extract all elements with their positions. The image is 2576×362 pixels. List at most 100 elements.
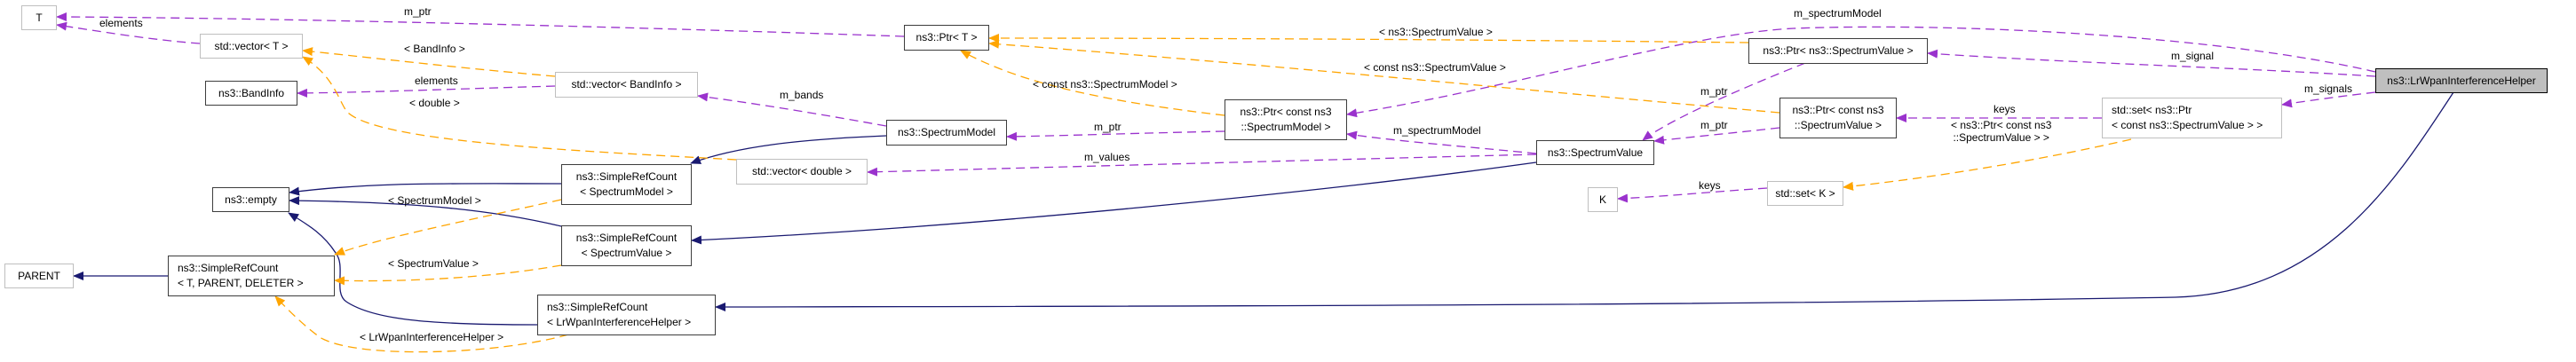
edge-T-m_ptr bbox=[56, 12, 905, 37]
edge-label-lrwpan-tpl: < LrWpanInterferenceHelper > bbox=[360, 331, 504, 343]
edge-T-elements bbox=[56, 21, 201, 44]
edge-label-elements-T: elements bbox=[99, 17, 143, 29]
node-label: ns3::SpectrumModel bbox=[897, 126, 996, 138]
node-label-line1: ns3::SimpleRefCount bbox=[547, 301, 648, 313]
edge-label-m-ptr-sv1: m_ptr bbox=[1700, 85, 1728, 98]
node-T[interactable]: T bbox=[21, 5, 57, 30]
edge-label-const-spectrumvalue-tpl: < const ns3::SpectrumValue > bbox=[1364, 61, 1506, 74]
node-lrwpan-interference-helper[interactable]: ns3::LrWpanInterferenceHelper bbox=[2375, 68, 2548, 93]
node-label: std::vector< BandInfo > bbox=[571, 78, 682, 90]
edge-label-bandinfo-tpl: < BandInfo > bbox=[404, 43, 465, 55]
edge-ptr-spectrumvalue-m_signal bbox=[1927, 49, 2376, 77]
node-label: ns3::Ptr< T > bbox=[915, 31, 978, 43]
edge-src-spectrummodel-from-spectrummodel bbox=[690, 135, 887, 164]
node-std-vector-bandinfo[interactable]: std::vector< BandInfo > bbox=[555, 72, 698, 98]
edge-label-m-spectrummodel-1: m_spectrumModel bbox=[1393, 124, 1481, 137]
edge-label-spectrumvalue-tpl: < SpectrumValue > bbox=[388, 257, 479, 270]
edge-K-keys bbox=[1617, 187, 1768, 203]
edge-vector-double-m_values bbox=[867, 153, 1537, 177]
node-label: PARENT bbox=[18, 269, 60, 282]
node-std-vector-T[interactable]: std::vector< T > bbox=[200, 34, 303, 59]
node-K[interactable]: K bbox=[1588, 187, 1618, 212]
edge-label-double-tpl: < double > bbox=[409, 97, 460, 109]
edge-ptr-T-const-spectrumvalue-tpl bbox=[988, 39, 1780, 114]
node-label-line2: < SpectrumModel > bbox=[580, 185, 673, 198]
node-label-line2: < T, PARENT, DELETER > bbox=[178, 277, 304, 289]
node-simplerefcount-t-parent-deleter[interactable]: ns3::SimpleRefCount < T, PARENT, DELETER… bbox=[168, 256, 335, 296]
node-label: ns3::empty bbox=[225, 193, 277, 206]
node-label-line2: < SpectrumValue > bbox=[581, 247, 672, 259]
edge-label-spectrumvalue-tpl2: < ns3::SpectrumValue > bbox=[1379, 26, 1493, 38]
edge-label-m-values: m_values bbox=[1084, 151, 1130, 163]
node-label: K bbox=[1598, 193, 1606, 206]
edge-label-set-tpl-line1: < ns3::Ptr< const ns3 bbox=[1951, 119, 2052, 131]
node-label-line1: ns3::SimpleRefCount bbox=[178, 262, 279, 274]
edge-empty-from-src-lrwpan bbox=[288, 212, 538, 326]
node-ns3-ptr-T[interactable]: ns3::Ptr< T > bbox=[904, 25, 989, 51]
edge-label-set-tpl-line2: ::SpectrumValue > > bbox=[1953, 131, 2049, 144]
node-label-line2: ::SpectrumModel > bbox=[1240, 121, 1331, 133]
node-simplerefcount-lrwpan[interactable]: ns3::SimpleRefCount < LrWpanInterference… bbox=[537, 295, 716, 335]
edge-ptr-T-const-spectrummodel-tpl bbox=[960, 50, 1225, 116]
edge-label-const-spectrummodel-tpl: < const ns3::SpectrumModel > bbox=[1033, 78, 1177, 90]
edge-label-keys-1: keys bbox=[1993, 103, 2016, 115]
node-ns3-bandinfo[interactable]: ns3::BandInfo bbox=[205, 81, 297, 106]
node-label-line2: < const ns3::SpectrumValue > > bbox=[2112, 119, 2263, 131]
node-label: ns3::SpectrumValue bbox=[1547, 146, 1644, 159]
edge-label-set-tpl: < ns3::Ptr< const ns3 ::SpectrumValue > … bbox=[1951, 119, 2051, 144]
node-label: std::vector< T > bbox=[214, 39, 289, 52]
node-ns3-spectrummodel[interactable]: ns3::SpectrumModel bbox=[886, 120, 1007, 146]
node-ns3-ptr-const-spectrumvalue[interactable]: ns3::Ptr< const ns3 ::SpectrumValue > bbox=[1779, 98, 1897, 138]
node-label-line1: ns3::SimpleRefCount bbox=[575, 232, 678, 244]
edge-empty-from-src-spectrumvalue bbox=[289, 196, 562, 227]
edge-set-m_signals bbox=[2281, 91, 2376, 108]
edge-label-m-spectrummodel-2: m_spectrumModel bbox=[1794, 7, 1882, 20]
node-ns3-empty[interactable]: ns3::empty bbox=[212, 187, 289, 212]
edge-simplerefcount-spectrumvalue-tpl bbox=[334, 264, 562, 286]
node-label: std::vector< double > bbox=[751, 165, 852, 177]
edge-set-K-tpl bbox=[1843, 138, 2132, 191]
node-ns3-ptr-const-spectrummodel[interactable]: ns3::Ptr< const ns3 ::SpectrumModel > bbox=[1225, 99, 1347, 140]
edge-label-m-signals: m_signals bbox=[2304, 83, 2353, 95]
node-label-line1: ns3::SimpleRefCount bbox=[575, 170, 678, 183]
edge-ptr-const-spectrummodel-from-helper bbox=[1346, 26, 2376, 118]
node-std-set-K[interactable]: std::set< K > bbox=[1767, 181, 1843, 206]
node-label-line1: ns3::Ptr< const ns3 bbox=[1240, 106, 1332, 118]
node-label-line1: ns3::Ptr< const ns3 bbox=[1792, 104, 1884, 116]
edge-simplerefcount-lrwpan-tpl bbox=[274, 295, 569, 353]
node-std-set-ptr-const-spectrumvalue[interactable]: std::set< ns3::Ptr < const ns3::Spectrum… bbox=[2102, 98, 2282, 138]
node-label-line2: ::SpectrumValue > bbox=[1794, 119, 1882, 131]
node-parent[interactable]: PARENT bbox=[4, 264, 74, 288]
edge-label-m-signal: m_signal bbox=[2171, 50, 2215, 62]
node-label-line1: std::set< ns3::Ptr bbox=[2112, 104, 2192, 116]
node-label: ns3::LrWpanInterferenceHelper bbox=[2387, 74, 2536, 87]
node-label: ns3::BandInfo bbox=[218, 86, 285, 99]
node-label: ns3::Ptr< ns3::SpectrumValue > bbox=[1763, 44, 1914, 57]
edge-ptr-const-spectrummodel-from-spectrumvalue bbox=[1346, 130, 1537, 154]
edge-label-m-bands: m_bands bbox=[780, 89, 824, 101]
node-simplerefcount-spectrummodel[interactable]: ns3::SimpleRefCount < SpectrumModel > bbox=[561, 164, 692, 205]
node-label-line2: < LrWpanInterferenceHelper > bbox=[547, 316, 692, 328]
edge-label-m-ptr-T: m_ptr bbox=[404, 5, 432, 18]
edge-label-spectrummodel-tpl: < SpectrumModel > bbox=[388, 194, 481, 207]
edge-ptr-T-spectrumvalue-tpl bbox=[988, 34, 1749, 43]
edge-src-lrwpan-from-helper bbox=[715, 91, 2454, 311]
edge-spectrumvalue-m_ptr-1 bbox=[1642, 62, 1806, 141]
edge-label-m-ptr-sv2: m_ptr bbox=[1700, 119, 1728, 131]
edge-empty-from-src-spectrummodel bbox=[289, 183, 562, 196]
edge-bandinfo-elements bbox=[297, 85, 556, 98]
edge-spectrummodel-m_ptr bbox=[1006, 130, 1225, 141]
node-label: T bbox=[36, 11, 43, 24]
node-std-vector-double[interactable]: std::vector< double > bbox=[736, 159, 868, 185]
edge-src-spectrumvalue-from-spectrumvalue bbox=[691, 161, 1537, 245]
node-label: std::set< K > bbox=[1775, 186, 1835, 200]
node-ns3-ptr-spectrumvalue[interactable]: ns3::Ptr< ns3::SpectrumValue > bbox=[1748, 38, 1928, 64]
edge-label-m-ptr-spectrummodel: m_ptr bbox=[1094, 121, 1122, 133]
edge-vector-T-double-tpl bbox=[302, 56, 737, 161]
node-ns3-spectrumvalue[interactable]: ns3::SpectrumValue bbox=[1536, 140, 1654, 165]
edge-simplerefcount-spectrummodel-tpl bbox=[334, 199, 562, 256]
edge-label-elements-bandinfo: elements bbox=[415, 75, 458, 87]
edge-label-keys-K: keys bbox=[1699, 179, 1721, 192]
node-simplerefcount-spectrumvalue[interactable]: ns3::SimpleRefCount < SpectrumValue > bbox=[561, 225, 692, 266]
